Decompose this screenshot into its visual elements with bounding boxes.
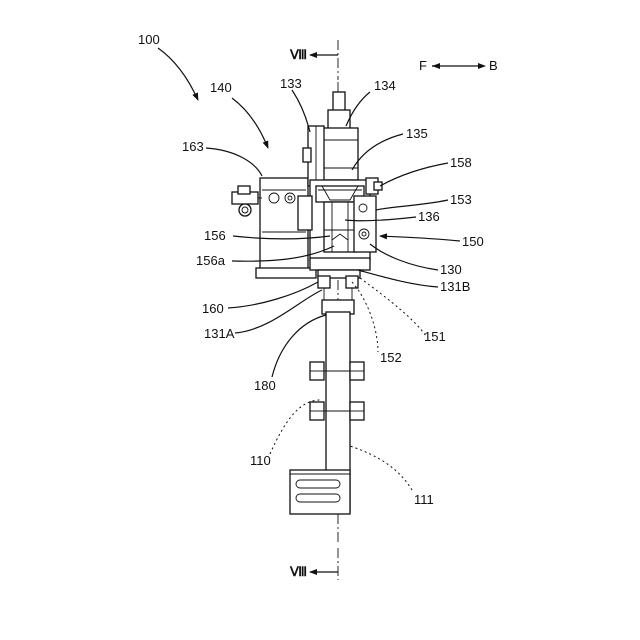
- label-140: 140: [210, 80, 232, 95]
- label-100: 100: [138, 32, 160, 47]
- inner-piston: [324, 202, 356, 252]
- upper-cylinder: [322, 128, 358, 180]
- direction-back-label: B: [489, 58, 498, 73]
- label-151: 151: [424, 329, 446, 344]
- label-135: 135: [406, 126, 428, 141]
- mechanism: [232, 92, 382, 514]
- label-153: 153: [450, 192, 472, 207]
- label-130: 130: [440, 262, 462, 277]
- label-111: 111: [414, 492, 434, 507]
- label-156: 156: [204, 228, 226, 243]
- label-152: 152: [380, 350, 402, 365]
- label-163: 163: [182, 139, 204, 154]
- air-fitting: [232, 186, 262, 216]
- label-156a: 156a: [196, 253, 226, 268]
- nut-131A: [318, 276, 330, 288]
- label-133: 133: [280, 76, 302, 91]
- base-plate: [310, 258, 370, 270]
- direction-indicator: F B: [419, 58, 498, 73]
- label-131B: 131B: [440, 279, 470, 294]
- label-136: 136: [418, 209, 440, 224]
- label-131A: 131A: [204, 326, 235, 341]
- foot-bracket: [290, 470, 350, 514]
- direction-front-label: F: [419, 58, 427, 73]
- label-158: 158: [450, 155, 472, 170]
- section-label-top: Ⅷ: [289, 47, 307, 62]
- label-134: 134: [374, 78, 396, 93]
- section-label-bottom: Ⅷ: [289, 564, 307, 579]
- label-180: 180: [254, 378, 276, 393]
- label-150: 150: [462, 234, 484, 249]
- label-110: 110: [250, 453, 271, 468]
- section-marker-bottom: Ⅷ: [289, 548, 338, 580]
- section-marker-top: Ⅷ: [289, 40, 338, 80]
- label-160: 160: [202, 301, 224, 316]
